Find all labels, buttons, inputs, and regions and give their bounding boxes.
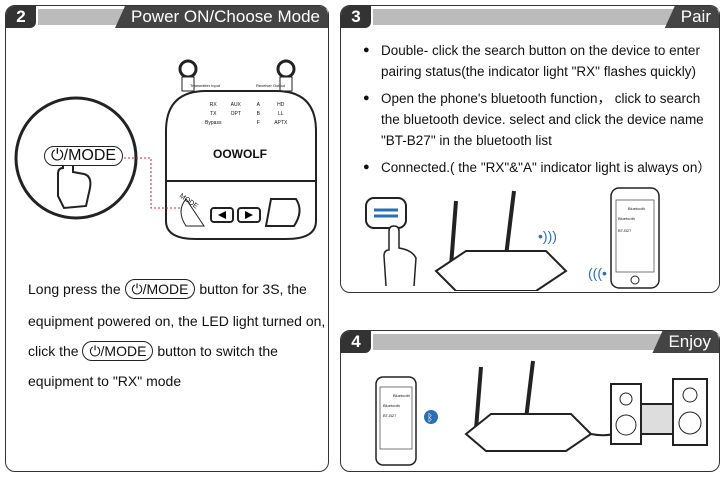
step-title: Power ON/Choose Mode: [115, 6, 328, 28]
text: button to switch the: [157, 343, 278, 359]
bullet-list: Double- click the search button on the d…: [363, 40, 716, 184]
indicator: LL: [277, 111, 284, 117]
step2-instructions: Long press the ⏻/MODE button for 3S, the…: [28, 276, 326, 394]
step-title: Pair: [664, 6, 719, 28]
signal-icon: (((•: [588, 265, 607, 281]
step3-header: 3 Pair: [341, 6, 719, 28]
inline-mode-button: ⏻/MODE: [82, 341, 154, 361]
brand-logo: OOWOLF: [213, 147, 267, 161]
text: equipment powered on, the LED light turn…: [28, 313, 326, 329]
text: equipment to "RX" mode: [28, 373, 182, 389]
phone-device-item[interactable]: BT-B27: [383, 413, 397, 418]
search-button-icon: [365, 197, 407, 229]
hand-icon: [383, 225, 417, 287]
bluetooth-icon: [424, 410, 438, 424]
bullet: Connected.( the "RX"&"A" indicator light…: [363, 157, 716, 178]
inline-mode-button: ⏻/MODE: [124, 279, 196, 299]
indicator: AUX: [230, 102, 241, 108]
step3-panel: 3 Pair Double- click the search button o…: [340, 5, 720, 293]
phone-row: Bluetooth: [618, 216, 635, 221]
stereo-icon: [640, 403, 674, 435]
phone-device-item[interactable]: BT-B27: [618, 228, 632, 233]
step4-header: 4 Enjoy: [341, 331, 719, 353]
indicator: TX: [210, 111, 217, 117]
phone-row: Bluetooth: [383, 403, 400, 408]
step2-header: 2 Power ON/Choose Mode: [6, 6, 328, 28]
phone-header: Bluetooth: [628, 206, 645, 211]
enjoy-illustration: ᛒ: [375, 360, 708, 466]
indicator: A: [256, 102, 260, 108]
device-illustration: [165, 59, 317, 240]
svg-text:ᛒ: ᛒ: [427, 413, 433, 424]
pair-illustration: •))) (((•: [365, 187, 660, 291]
header-strip: [373, 9, 719, 25]
bullet: Open the phone's bluetooth function， cli…: [363, 88, 716, 151]
indicator: F: [256, 120, 260, 126]
indicator: Bypass: [205, 120, 222, 126]
indicator: B: [256, 111, 260, 117]
bullet: Double- click the search button on the d…: [363, 40, 716, 82]
phone-header: Bluetooth: [393, 393, 410, 398]
text: click the: [28, 343, 79, 359]
indicator-grid: RX AUX A HD TX OPT B LL Bypass F APTX: [202, 102, 292, 126]
indicator: APTX: [274, 120, 288, 126]
indicator: OPT: [230, 111, 241, 117]
indicator: HD: [277, 102, 285, 108]
step-number: 2: [6, 6, 36, 28]
header-strip: [373, 334, 719, 350]
indicator: RX: [209, 102, 217, 108]
step-number: 4: [341, 331, 371, 353]
signal-icon: •))): [538, 228, 557, 244]
port-label-input: Transmitter Input: [190, 83, 221, 88]
text: button for 3S, the: [199, 281, 307, 297]
callout-mode-button: ⏻/MODE: [44, 146, 124, 166]
port-label-output: Receiver Output: [256, 83, 285, 88]
step-number: 3: [341, 6, 371, 28]
text: Long press the: [28, 281, 121, 297]
step-title: Enjoy: [652, 331, 719, 353]
step2-panel: 2 Power ON/Choose Mode Transmitter Input…: [5, 5, 329, 472]
step4-panel: 4 Enjoy ᛒ Bluetooth Bluetooth BT-B27: [340, 330, 720, 472]
